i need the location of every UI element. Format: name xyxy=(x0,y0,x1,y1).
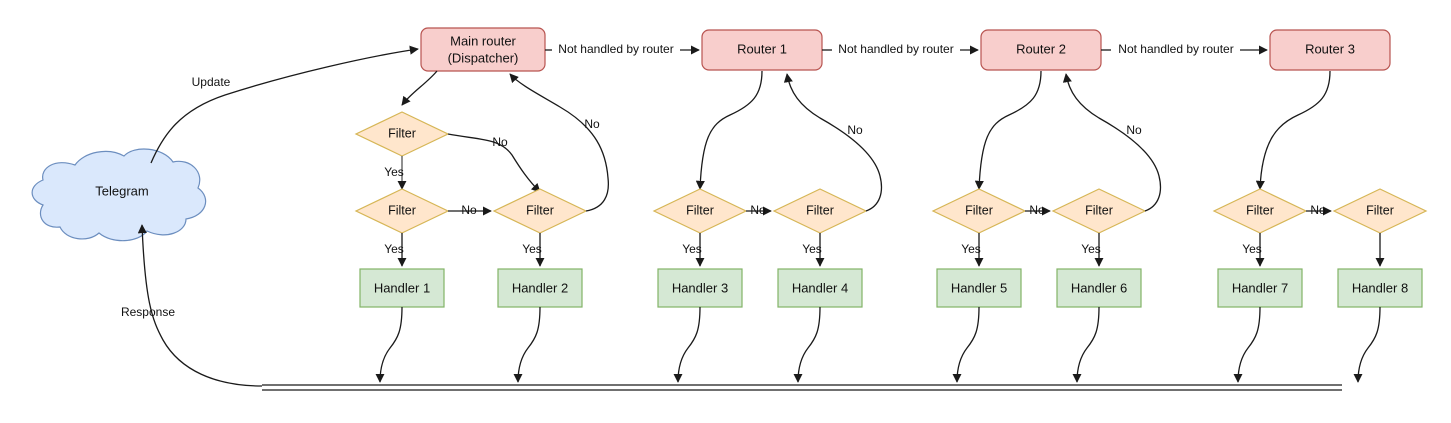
node-filter-8[interactable]: Filter xyxy=(1212,188,1308,234)
node-router-3[interactable]: Router 3 xyxy=(1269,29,1391,71)
label-yes-f1: Yes xyxy=(384,165,404,179)
node-handler-2[interactable]: Handler 2 xyxy=(497,268,583,308)
node-handler-6[interactable]: Handler 6 xyxy=(1056,268,1142,308)
edge-chain-3-label: Not handled by router xyxy=(1118,42,1233,56)
label-no-f1: No xyxy=(492,135,508,149)
node-filter-2[interactable]: Filter xyxy=(354,188,450,234)
edge-handler7-to-bus xyxy=(1233,306,1261,383)
label-yes-f8: Yes xyxy=(1242,242,1262,256)
node-filter-6[interactable]: Filter xyxy=(931,188,1027,234)
handler-7-label: Handler 7 xyxy=(1232,280,1288,295)
router-2-label: Router 2 xyxy=(1016,41,1066,56)
node-handler-7[interactable]: Handler 7 xyxy=(1217,268,1303,308)
label-yes-f6: Yes xyxy=(961,242,981,256)
handler-1-box xyxy=(359,268,445,308)
node-handler-4[interactable]: Handler 4 xyxy=(777,268,863,308)
edge-dispatcher-to-filter1 xyxy=(401,70,438,106)
filter-7-label: Filter xyxy=(1085,203,1113,217)
node-filter-5[interactable]: Filter xyxy=(772,188,868,234)
cloud-shape xyxy=(31,148,207,242)
filter-4-label: Filter xyxy=(686,203,714,217)
node-handler-1[interactable]: Handler 1 xyxy=(359,268,445,308)
handler-8-label: Handler 8 xyxy=(1352,280,1408,295)
handler-1-label: Handler 1 xyxy=(374,280,430,295)
handler-5-label: Handler 5 xyxy=(951,280,1007,295)
edge-chain-2: Not handled by router xyxy=(822,42,979,56)
label-yes-f4: Yes xyxy=(682,242,702,256)
edge-chain-3: Not handled by router xyxy=(1101,42,1268,56)
edge-handler8-to-bus xyxy=(1353,306,1381,383)
edge-filter7-no-return xyxy=(1062,73,1162,212)
filter-2-label: Filter xyxy=(388,203,416,217)
label-no-f2: No xyxy=(461,203,477,217)
edge-router2-to-filter6 xyxy=(974,70,1042,190)
handler-5-box xyxy=(936,268,1022,308)
edge-handler3-to-bus xyxy=(673,306,701,383)
handler-6-label: Handler 6 xyxy=(1071,280,1127,295)
node-handler-5[interactable]: Handler 5 xyxy=(936,268,1022,308)
handler-8-box xyxy=(1337,268,1423,308)
edge-update: Update xyxy=(150,45,419,164)
handler-3-label: Handler 3 xyxy=(672,280,728,295)
response-bus xyxy=(262,384,1342,391)
edge-response-label: Response xyxy=(121,305,175,319)
edge-router1-to-filter4 xyxy=(695,70,763,190)
label-yes-f5: Yes xyxy=(802,242,822,256)
label-no-f6: No xyxy=(1029,203,1045,217)
router-1-label: Router 1 xyxy=(737,41,787,56)
node-router-1[interactable]: Router 1 xyxy=(701,29,823,71)
edge-handler2-to-bus xyxy=(513,306,541,383)
edge-filter1-no xyxy=(447,133,541,193)
filter-9-label: Filter xyxy=(1366,203,1394,217)
edge-handler1-to-bus xyxy=(375,306,403,383)
edge-chain-2-label: Not handled by router xyxy=(838,42,953,56)
router-3-label: Router 3 xyxy=(1305,41,1355,56)
edge-chain-1-label: Not handled by router xyxy=(558,42,673,56)
filter-3-label: Filter xyxy=(526,203,554,217)
edge-handler4-to-bus xyxy=(793,306,821,383)
filter-8-label: Filter xyxy=(1246,203,1274,217)
node-handler-3[interactable]: Handler 3 xyxy=(657,268,743,308)
label-yes-f3: Yes xyxy=(522,242,542,256)
node-router-2[interactable]: Router 2 xyxy=(980,29,1102,71)
label-no-f3: No xyxy=(584,117,600,131)
label-no-f8: No xyxy=(1310,203,1326,217)
node-filter-9[interactable]: Filter xyxy=(1332,188,1428,234)
node-filter-4[interactable]: Filter xyxy=(652,188,748,234)
edge-filter5-no-return xyxy=(783,73,883,212)
edge-filter3-no-return xyxy=(509,73,610,212)
main-router-label-line1: Main router xyxy=(450,33,516,48)
handler-6-box xyxy=(1056,268,1142,308)
handler-4-label: Handler 4 xyxy=(792,280,848,295)
telegram-label: Telegram xyxy=(95,183,148,198)
label-no-f7: No xyxy=(1126,123,1142,137)
label-yes-f7: Yes xyxy=(1081,242,1101,256)
node-filter-7[interactable]: Filter xyxy=(1051,188,1147,234)
filter-5-label: Filter xyxy=(806,203,834,217)
telegram-cloud[interactable]: Telegram xyxy=(31,148,207,242)
handler-7-box xyxy=(1217,268,1303,308)
router-3-box xyxy=(1269,29,1391,71)
edge-response-path xyxy=(137,224,263,387)
label-no-f4: No xyxy=(750,203,766,217)
handler-2-label: Handler 2 xyxy=(512,280,568,295)
edge-handler5-to-bus xyxy=(952,306,980,383)
node-filter-3[interactable]: Filter xyxy=(492,188,588,234)
node-handler-8[interactable]: Handler 8 xyxy=(1337,268,1423,308)
main-router-label-line2: (Dispatcher) xyxy=(448,50,519,65)
edge-response: Response xyxy=(121,224,263,387)
edge-router3-to-filter8 xyxy=(1255,70,1331,190)
node-main-router[interactable]: Main router (Dispatcher) xyxy=(420,27,546,72)
filter-6-label: Filter xyxy=(965,203,993,217)
edge-handler6-to-bus xyxy=(1072,306,1100,383)
label-yes-f2: Yes xyxy=(384,242,404,256)
node-filter-1[interactable]: Filter xyxy=(354,111,450,157)
label-no-f5: No xyxy=(847,123,863,137)
filter-1-label: Filter xyxy=(388,126,416,140)
edge-update-path xyxy=(150,45,419,164)
edge-update-label: Update xyxy=(192,75,231,89)
edge-chain-1: Not handled by router xyxy=(545,42,700,56)
